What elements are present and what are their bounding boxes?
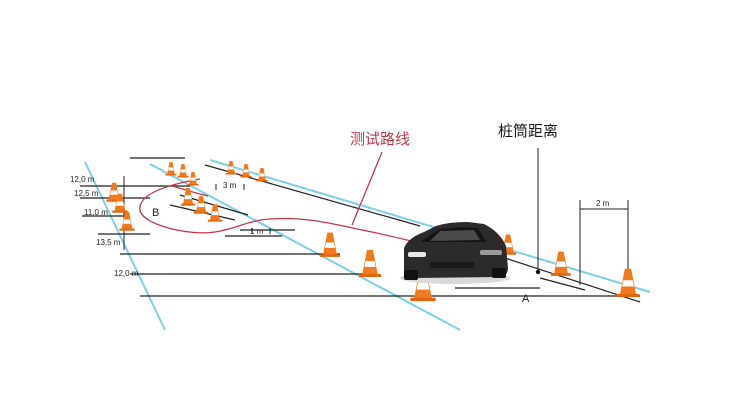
cone-distance-label: 桩筒距离 (498, 122, 558, 140)
cone-icon (359, 250, 381, 277)
cone-icon (187, 172, 199, 186)
cone-icon (320, 232, 340, 257)
row-dim-label: 12,0 m (70, 175, 95, 184)
car-icon (400, 222, 510, 284)
cone-icon (119, 211, 135, 231)
point-a-label: A (522, 293, 530, 305)
dim-3m-label: 3 m (223, 181, 237, 190)
cone-icon (180, 188, 196, 206)
dim-2m-label: 2 m (596, 199, 610, 208)
row-dim-label: 12,5 m (74, 189, 99, 198)
route-label: 测试路线 (350, 130, 410, 148)
row-dim-label: 11,0 m (84, 208, 108, 217)
cone-icon (177, 164, 189, 178)
lane-lines (84, 159, 651, 331)
test-route (139, 151, 416, 243)
row-dim-label: 12,0 m (114, 269, 139, 278)
point-a-marker (535, 269, 541, 275)
row-dim-label: 13,5 m (96, 238, 121, 247)
dimension-lines (123, 148, 629, 285)
point-b-label: B (152, 207, 159, 219)
dim-1m-label: 1 m (250, 227, 264, 236)
